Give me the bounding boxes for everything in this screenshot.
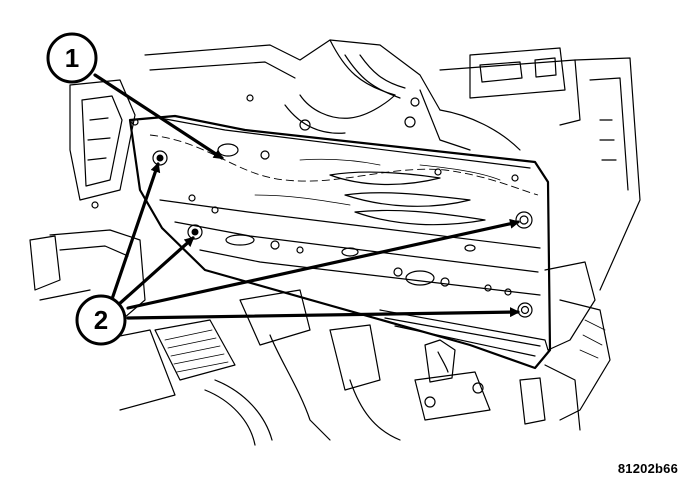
background-structure xyxy=(29,39,641,446)
fastener-upper-right xyxy=(515,211,533,229)
fastener-upper-left xyxy=(152,150,168,166)
callout-1-label: 1 xyxy=(65,43,79,73)
knee-blocker-panel xyxy=(128,114,552,370)
leader-2b xyxy=(116,236,195,307)
fastener-lower-right xyxy=(517,302,533,318)
leader-1 xyxy=(93,73,224,160)
callout-2: 2 xyxy=(75,294,127,346)
fastener-lower-left xyxy=(187,224,203,240)
leader-2c xyxy=(126,218,520,310)
figure-id-label: 81202b66 xyxy=(617,461,678,476)
callout-2-label: 2 xyxy=(94,305,108,335)
leader-2a xyxy=(108,162,161,307)
leader-2d xyxy=(126,307,520,320)
callout-1: 1 xyxy=(46,32,98,84)
leader-lines xyxy=(93,73,520,320)
